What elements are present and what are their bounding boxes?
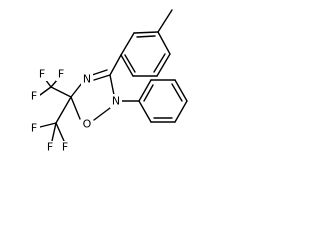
atom-f-cf3a-right: F [58, 68, 64, 81]
atom-f-cf3b-left: F [31, 122, 37, 135]
bond-tolyl-b [133, 31, 159, 34]
bond-phenyl-d [174, 100, 188, 123]
bond-c5-cf3a [50, 86, 72, 98]
atom-f-cf3a-top: F [39, 68, 45, 81]
atom-f-cf3b-bottom: F [47, 141, 53, 154]
bond-cf3b-f-right [55, 122, 65, 142]
atom-labels: N N O F F F F F F [29, 68, 122, 154]
bond-phenyl-double-1 [143, 84, 154, 102]
bond-phenyl-a [138, 79, 152, 102]
atom-o-ring: O [83, 118, 92, 131]
bond-tolyl-f [120, 54, 134, 77]
bond-cf3b-f-left [39, 122, 57, 128]
bond-tolyl-methyl [157, 9, 173, 33]
bond-lines [39, 9, 188, 142]
bond-tolyl-double-1 [136, 35, 156, 38]
bond-tolyl-a [120, 32, 135, 56]
bond-phenyl-f [138, 100, 152, 123]
bond-c3-n2 [109, 74, 115, 96]
bond-tolyl-c [157, 31, 171, 55]
bond-c5-n4 [70, 82, 83, 98]
bond-o1-c5 [70, 96, 81, 120]
bond-c3-tolyl [109, 54, 122, 76]
bond-phenyl-double-2 [171, 83, 183, 102]
bond-n4-c3-double [91, 69, 108, 76]
bond-tolyl-double-2 [153, 53, 166, 73]
atom-n-ring-top: N [83, 73, 91, 86]
bond-n2-o1 [93, 107, 111, 121]
bond-tolyl-d [156, 53, 171, 77]
bond-n4-c3 [93, 74, 111, 81]
structure-diagram: N N O F F F F F F [29, 9, 188, 154]
bond-cf3b-f-bottom [51, 122, 57, 142]
bond-c5-cf3b [55, 96, 72, 124]
bond-cf3a-f-left [39, 86, 52, 96]
atom-f-cf3b-right: F [62, 141, 68, 154]
atom-n-ring-phenyl: N [112, 95, 120, 108]
atom-f-cf3a-left: F [31, 90, 37, 103]
bond-tolyl-double-3 [124, 54, 136, 73]
bond-phenyl-c [174, 79, 188, 102]
